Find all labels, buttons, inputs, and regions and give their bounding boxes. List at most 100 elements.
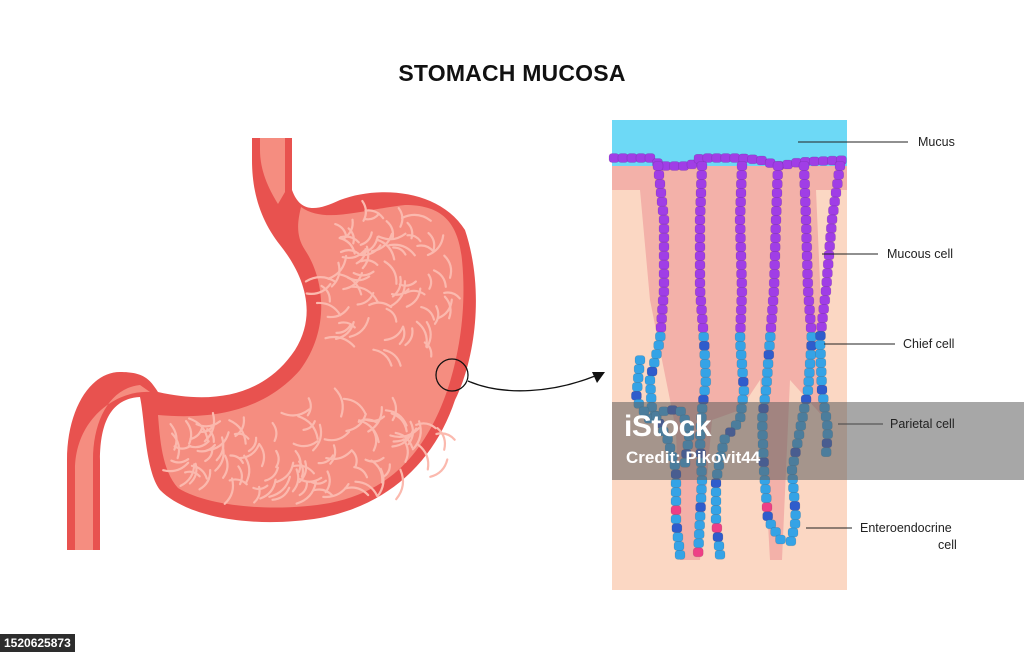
gland-cell [769,242,781,252]
label-chief-cell: Chief cell [903,337,955,351]
gland-cell [702,153,714,163]
gland-cell [738,385,750,396]
gland-cell [804,305,815,315]
gastric-fold [258,442,266,468]
gland-cell [805,322,817,333]
zoom-arrowhead-icon [592,372,605,383]
gastric-fold [388,243,416,257]
gland-cell [696,161,708,171]
gland-cell [735,341,746,351]
gland-cell [658,268,670,279]
gland-cell [720,153,732,163]
gastric-fold [385,307,398,323]
gland-cell [653,340,665,351]
gland-cell [672,532,684,542]
gastric-fold [390,288,410,296]
gastric-fold [275,449,280,469]
gland-cell [767,305,778,315]
gastric-fold [432,269,447,288]
gland-cell [735,314,747,324]
gland-cell [736,278,748,288]
gland-cell [771,188,783,198]
gland-cell [734,224,746,234]
gland-cell [772,161,784,171]
gland-cell [695,493,707,504]
gland-cell [695,502,706,513]
gland-cell [657,295,669,306]
gland-cell [816,322,827,332]
gland-cell [631,390,642,401]
gland-cell [800,206,812,216]
gland-cell [766,313,778,324]
gland-cell [801,260,813,270]
gland-cell [789,518,801,529]
gastric-fold [271,486,291,501]
gland-cell [833,170,845,180]
gland-cell [815,366,827,377]
gland-cell [834,161,846,171]
gland-cell [633,364,645,374]
gland-cell [658,214,670,225]
label-enteroendocrine-line2: cell [938,538,957,552]
gastric-fold [398,326,406,345]
gland-cell [608,153,620,163]
gastric-fold [400,213,432,222]
gland-cell [735,349,747,360]
gland-cell [658,250,670,261]
gland-cell [803,376,815,387]
gland-cell [770,215,782,225]
gland-cell [815,330,826,341]
gland-cell [634,355,646,365]
gland-cell [674,550,686,560]
gastric-fold [359,231,373,246]
gastric-fold [324,335,356,348]
gland-cell [658,286,670,297]
gland-cell [695,188,707,198]
gland-cell [658,223,670,234]
gland-cell [669,161,680,171]
gland-cell [821,277,833,288]
gland-cell [788,483,799,493]
gland-cell [782,159,793,170]
gland-cell [656,197,668,207]
gland-cell [670,487,682,498]
gastric-fold [389,280,407,308]
gland-cell [787,527,799,538]
gland-cell [670,478,682,489]
gland-cell [805,349,817,360]
gland-cell [670,505,682,516]
gastric-fold [298,460,305,478]
gastric-fold [385,220,395,240]
gastric-fold [295,481,317,505]
gland-cell [803,296,815,306]
gland-cell [710,496,722,506]
gastric-fold [292,440,319,448]
gastric-fold [347,227,355,245]
gland-cell [646,366,658,377]
gastric-fold [237,465,243,486]
gland-cell [658,241,670,252]
gland-cell [712,532,724,542]
label-parietal-cell: Parietal cell [890,417,955,431]
gland-cell [765,519,777,530]
gastric-fold [214,445,225,472]
gland-cell [694,251,706,261]
gastric-fold [189,425,204,441]
gastric-fold [338,321,356,329]
gland-cell [815,357,827,368]
watermark-logo: iStock [624,410,712,443]
gastric-fold [222,454,229,479]
gland-cell [788,492,800,502]
gland-cell [769,251,781,261]
gastric-fold [247,436,258,453]
gastric-fold [420,306,436,321]
gastric-fold [292,464,315,475]
gland-cell [772,170,784,180]
gland-cell [825,223,837,234]
gland-cell [820,286,832,296]
gland-cell [700,367,711,378]
gastric-fold [298,480,309,497]
gastric-fold [433,305,440,325]
gland-cell [832,179,843,189]
